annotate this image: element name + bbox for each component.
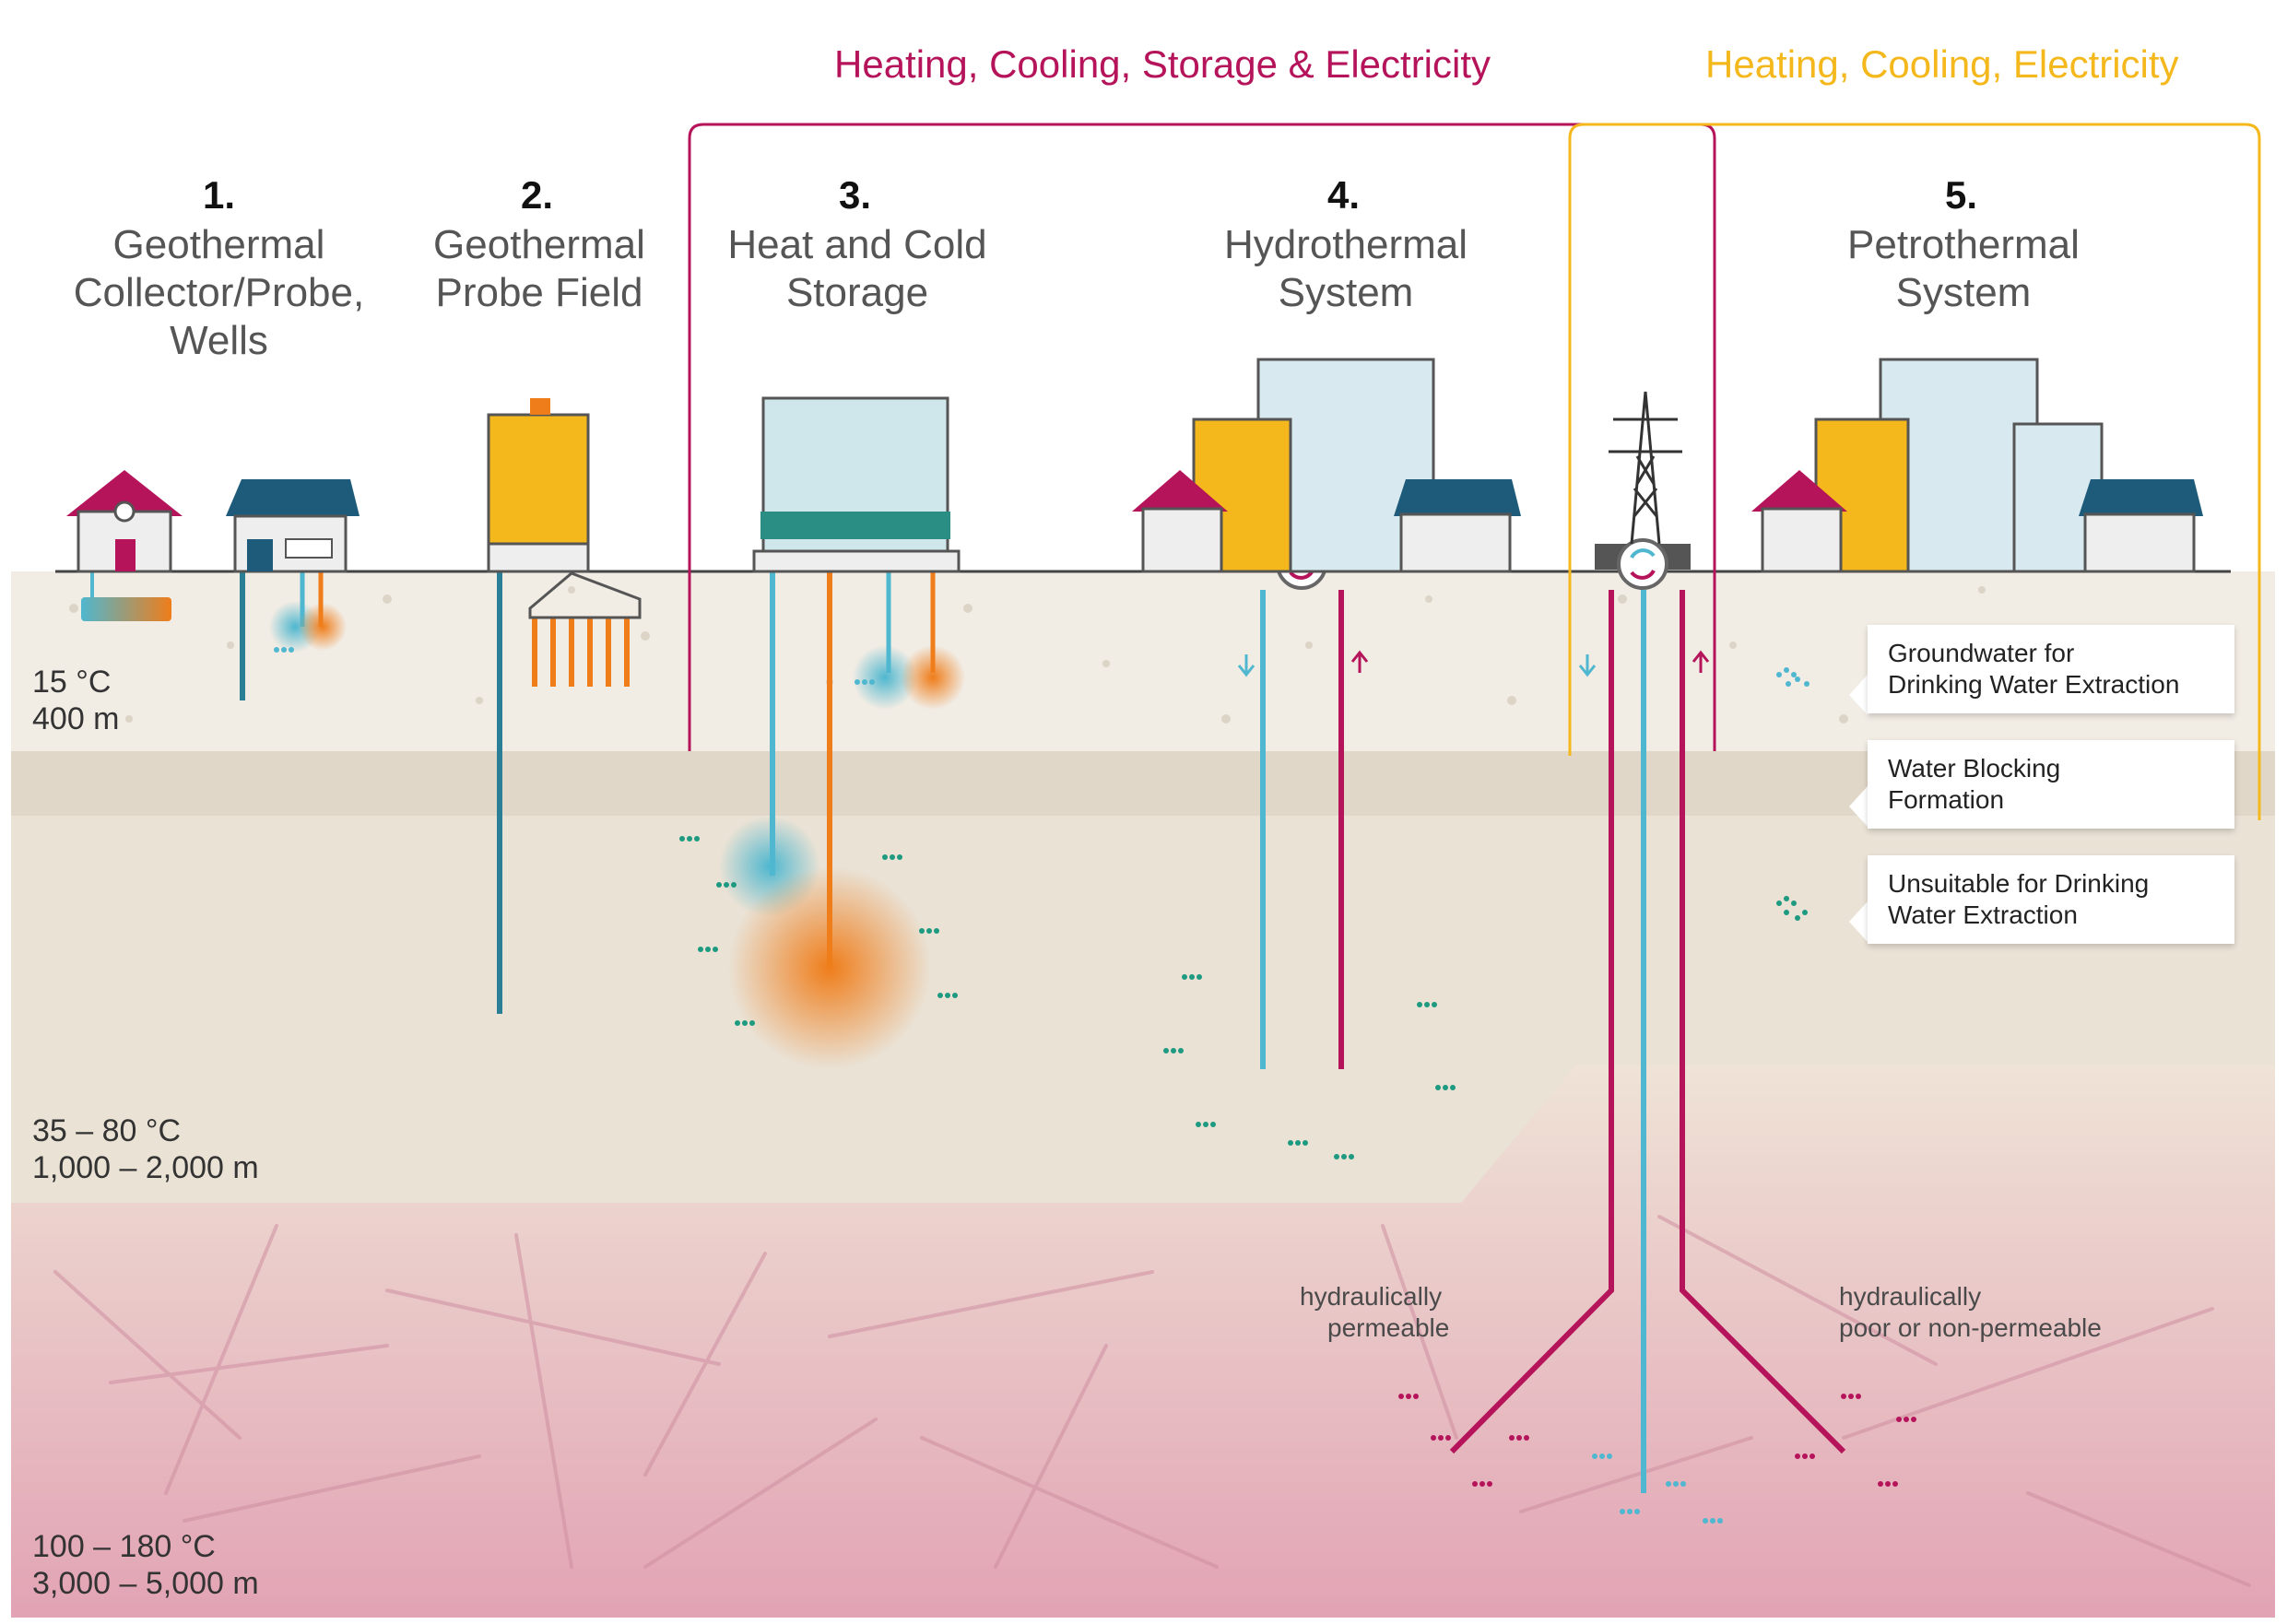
office-building-2-icon [487,398,590,573]
system-2-title-line-2: Probe Field [435,270,643,315]
petro-buildings-icon [1751,358,2203,573]
system-1-number: 1. [202,173,236,217]
up-arrow-icon [1692,650,1710,673]
magenta-group-label: Heating, Cooling, Storage & Electricity [834,42,1491,86]
legend-groundwater-line-1: Groundwater for [1888,639,2075,667]
system-5-title-line-2: System [1895,270,2032,315]
down-arrow-icon [1237,654,1255,677]
probe-field-header [528,571,642,619]
system-1-title-line-3: Wells [170,318,268,363]
house-2-icon [226,479,360,573]
shallow-hot-plume [901,645,965,710]
ground-collector [81,597,171,621]
permeable-label-line-2: permeable [1327,1313,1450,1342]
green-water-dots [679,836,1808,1159]
system-3-number: 3. [838,173,872,217]
deep-hot-layer [11,1065,2275,1618]
yellow-group-label: Heating, Cooling, Electricity [1705,42,2179,86]
system-1-title-line-1: Geothermal [112,222,325,267]
petro-production-right [1680,590,1846,1454]
legend-groundwater: Groundwater for Drinking Water Extractio… [1868,625,2234,713]
system-4-title-line-2: System [1278,270,1414,315]
power-pylon-icon [1609,391,1682,545]
legend-water-blocking-line-2: Formation [1888,785,2005,814]
hot-plume-3 [728,866,931,1069]
non-permeable-label-line-1: hydraulically [1839,1282,1982,1311]
up-arrow-icon [1350,650,1369,673]
system-2-number: 2. [520,173,554,217]
hydro-buildings-icon [1132,358,1521,573]
system-5-title-line-1: Petrothermal [1847,222,2080,267]
storage-building-icon [752,396,961,573]
legend-unsuitable-line-2: Water Extraction [1888,900,2078,929]
legend-water-blocking-line-1: Water Blocking [1888,754,2061,783]
rock-fractures [53,1215,2251,1587]
house-1-icon [66,470,183,573]
system-5-number: 5. [1944,173,1978,217]
legend-water-blocking: Water Blocking Formation [1868,740,2234,829]
depth-range-3: 3,000 – 5,000 m [32,1566,259,1601]
depth-range-2: 1,000 – 2,000 m [32,1150,259,1185]
legend-groundwater-line-2: Drinking Water Extraction [1888,670,2180,699]
system-2-title-line-1: Geothermal [433,222,645,267]
petro-production-left [1449,590,1614,1454]
system-3-title-line-1: Heat and Cold [727,222,987,267]
magenta-group-frame [688,123,1716,751]
depth-temp-3: 100 – 180 °C [32,1529,216,1564]
probe-field [532,618,630,687]
petro-heat-exchanger-icon [1617,538,1668,590]
legend-unsuitable-line-1: Unsuitable for Drinking [1888,869,2150,898]
yellow-group-frame [1568,123,2261,820]
depth-temp-2: 35 – 80 °C [32,1113,182,1148]
legend-unsuitable: Unsuitable for Drinking Water Extraction [1868,855,2234,944]
hot-plume-1 [299,603,347,651]
down-arrow-icon [1578,654,1597,677]
depth-temp-1: 15 °C [32,665,112,700]
magenta-water-dots [1398,1394,1916,1487]
system-4-title-line-1: Hydrothermal [1223,222,1468,267]
system-4-number: 4. [1326,173,1361,217]
depth-range-1: 400 m [32,701,120,736]
soil-speckles [69,586,1986,724]
system-1-title-line-2: Collector/Probe, [73,270,365,315]
system-3-title-line-2: Storage [785,270,929,315]
blue-water-dots [274,647,1810,1524]
permeable-label-line-1: hydraulically [1300,1282,1443,1311]
shallow-cold-plume [853,645,917,710]
non-permeable-label-line-2: poor or non-permeable [1839,1313,2102,1342]
